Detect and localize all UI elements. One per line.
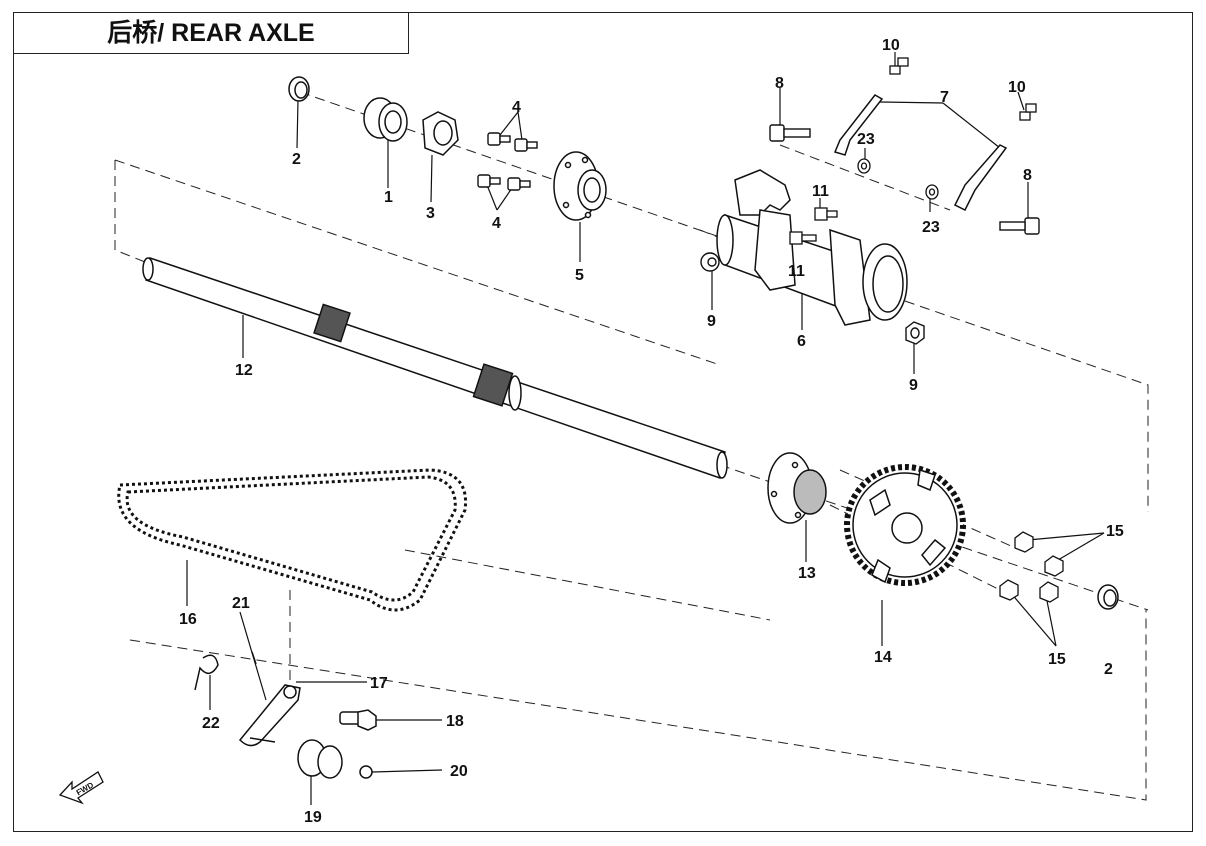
diagram-title: 后桥/ REAR AXLE [107, 19, 315, 47]
callout-18: 18 [446, 713, 464, 730]
housing-bolts [789, 207, 838, 245]
castle-nut [363, 97, 408, 142]
seal-ring-right [1097, 584, 1119, 610]
callout-6: 6 [797, 333, 806, 350]
callout-23: 23 [857, 131, 875, 148]
fwd-arrow-icon [58, 771, 104, 805]
callout-2: 2 [292, 151, 301, 168]
callout-15: 15 [1106, 523, 1124, 540]
flange-bolts-upper [477, 132, 538, 191]
washers [857, 158, 939, 200]
callout-22: 22 [202, 715, 220, 732]
chain-tensioner-assembly [194, 651, 377, 779]
lock-nut [422, 111, 459, 156]
callout-3: 3 [426, 205, 435, 222]
callout-10: 10 [882, 37, 900, 54]
callout-11: 11 [812, 183, 829, 200]
callout-2: 2 [1104, 661, 1113, 678]
callout-9: 9 [909, 377, 918, 394]
adjuster-bolts [769, 124, 1040, 235]
sprocket-hub [767, 452, 827, 524]
callout-17: 17 [370, 675, 388, 692]
callout-8: 8 [1023, 167, 1032, 184]
diagram-frame [13, 12, 1193, 832]
callout-16: 16 [179, 611, 197, 628]
callout-10: 10 [1008, 79, 1026, 96]
callout-5: 5 [575, 267, 584, 284]
axis-line-lower [129, 610, 1147, 801]
adjuster-nuts [889, 57, 1037, 121]
callout-20: 20 [450, 763, 468, 780]
axis-line-upper [299, 91, 1149, 512]
axis-line-left [114, 160, 146, 263]
callout-4: 4 [512, 99, 521, 116]
callout-21: 21 [232, 595, 250, 612]
axle-housing [716, 169, 908, 326]
rear-axle-shaft [142, 257, 728, 479]
axis-line-bracket [779, 144, 951, 211]
callout-1: 1 [384, 189, 393, 206]
housing-nuts [700, 252, 925, 345]
callout-9: 9 [707, 313, 716, 330]
callout-19: 19 [304, 809, 322, 826]
sprocket-bolts [999, 531, 1064, 603]
axis-line-top-edge [114, 159, 721, 366]
callout-12: 12 [235, 362, 253, 379]
drive-chain [117, 468, 468, 612]
callout-7: 7 [940, 89, 949, 106]
callout-14: 14 [874, 649, 892, 666]
callout-13: 13 [798, 565, 816, 582]
bearing-hub-flange [553, 151, 607, 221]
adjuster-arms [833, 94, 1008, 212]
callout-4: 4 [492, 215, 501, 232]
axis-line-chain [404, 549, 771, 621]
callout-15: 15 [1048, 651, 1066, 668]
callout-11: 11 [788, 263, 805, 280]
title-box: 后桥/ REAR AXLE [13, 12, 409, 54]
callout-23: 23 [922, 219, 940, 236]
callout-8: 8 [775, 75, 784, 92]
seal-ring-left [288, 76, 310, 102]
drive-sprocket [844, 464, 966, 586]
